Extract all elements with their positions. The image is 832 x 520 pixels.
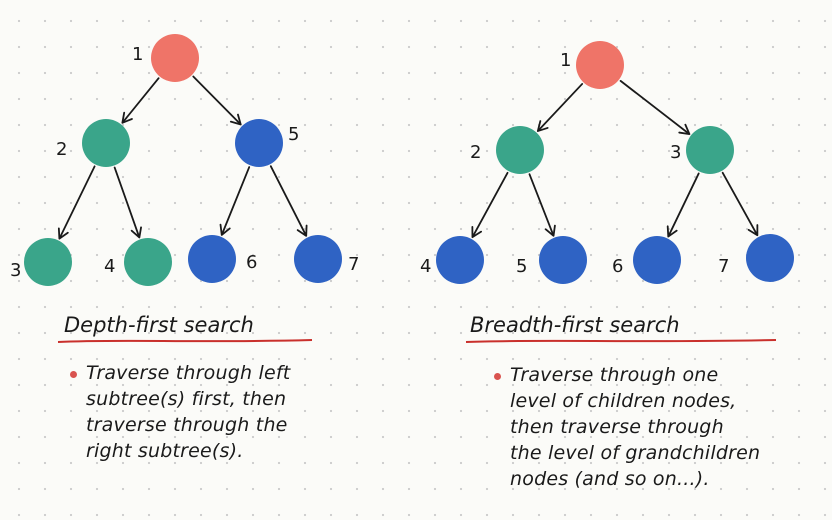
bfs-node-label-3: 3 <box>670 142 681 163</box>
dfs-node-2 <box>82 119 130 167</box>
bfs-node-7 <box>746 234 794 282</box>
bfs-edge-1-2 <box>536 83 584 132</box>
bfs-node-label-4: 4 <box>420 256 431 277</box>
dfs-title: Depth-first search <box>64 313 254 337</box>
bfs-edge-3-6 <box>666 172 700 238</box>
dfs-edge-2-3 <box>57 165 96 240</box>
bfs-description: Traverse through one level of children n… <box>510 362 830 492</box>
bfs-node-label-6: 6 <box>612 256 623 277</box>
dfs-edge-5-7 <box>269 165 308 237</box>
dfs-title-underline <box>57 339 313 343</box>
dfs-node-6 <box>188 235 236 283</box>
dfs-edge-5-6 <box>219 166 251 236</box>
bfs-edge-2-5 <box>528 173 556 237</box>
bfs-node-1 <box>576 41 624 89</box>
bfs-description-line: level of children nodes, <box>510 390 737 412</box>
bfs-title-underline <box>465 339 777 343</box>
dfs-node-7 <box>294 235 342 283</box>
dfs-node-label-5: 5 <box>288 124 299 145</box>
dfs-node-3 <box>24 238 72 286</box>
dfs-description-line: Traverse through left <box>86 362 291 384</box>
bfs-title: Breadth-first search <box>470 313 680 337</box>
bfs-description-line: nodes (and so on...). <box>510 468 710 490</box>
bfs-node-label-7: 7 <box>718 256 729 277</box>
dfs-nodes: 1 2 5 3 4 6 7 <box>10 34 359 286</box>
dfs-description-line: right subtree(s). <box>86 440 244 462</box>
bfs-node-4 <box>436 236 484 284</box>
bfs-node-label-5: 5 <box>516 256 527 277</box>
bfs-tree: 1 2 3 4 5 6 7 <box>420 41 794 284</box>
bfs-description-line: the level of grandchildren <box>510 442 761 464</box>
dfs-node-label-2: 2 <box>56 139 67 160</box>
dfs-tree: 1 2 5 3 4 6 7 <box>10 34 359 286</box>
bfs-description-line: Traverse through one <box>510 364 719 386</box>
bfs-edge-2-4 <box>471 171 509 239</box>
bfs-node-label-2: 2 <box>470 142 481 163</box>
bfs-edge-1-3 <box>619 79 691 136</box>
bfs-nodes: 1 2 3 4 5 6 7 <box>420 41 794 284</box>
dfs-node-label-4: 4 <box>104 256 115 277</box>
dfs-node-label-7: 7 <box>348 254 359 275</box>
dfs-bullet <box>70 371 77 378</box>
dfs-node-1 <box>151 34 199 82</box>
dfs-description-line: traverse through the <box>86 414 288 436</box>
dfs-node-5 <box>235 119 283 167</box>
bfs-node-2 <box>496 126 544 174</box>
bfs-bullet <box>494 373 501 380</box>
dfs-node-label-3: 3 <box>10 260 21 281</box>
bfs-node-label-1: 1 <box>560 50 571 71</box>
bfs-description-line: then traverse through <box>510 416 724 438</box>
bfs-edge-3-7 <box>721 171 759 237</box>
bfs-node-3 <box>686 126 734 174</box>
dfs-node-label-6: 6 <box>246 252 257 273</box>
dfs-node-4 <box>124 238 172 286</box>
dfs-edge-1-5 <box>192 75 242 126</box>
dfs-description-line: subtree(s) first, then <box>86 388 287 410</box>
bfs-edges <box>471 79 759 239</box>
dfs-edge-1-2 <box>121 77 160 124</box>
dfs-node-label-1: 1 <box>132 44 143 65</box>
bfs-node-6 <box>633 236 681 284</box>
dfs-description: Traverse through left subtree(s) first, … <box>86 360 386 464</box>
dfs-edges <box>57 75 308 240</box>
dfs-edge-2-4 <box>113 166 142 239</box>
bfs-node-5 <box>539 236 587 284</box>
